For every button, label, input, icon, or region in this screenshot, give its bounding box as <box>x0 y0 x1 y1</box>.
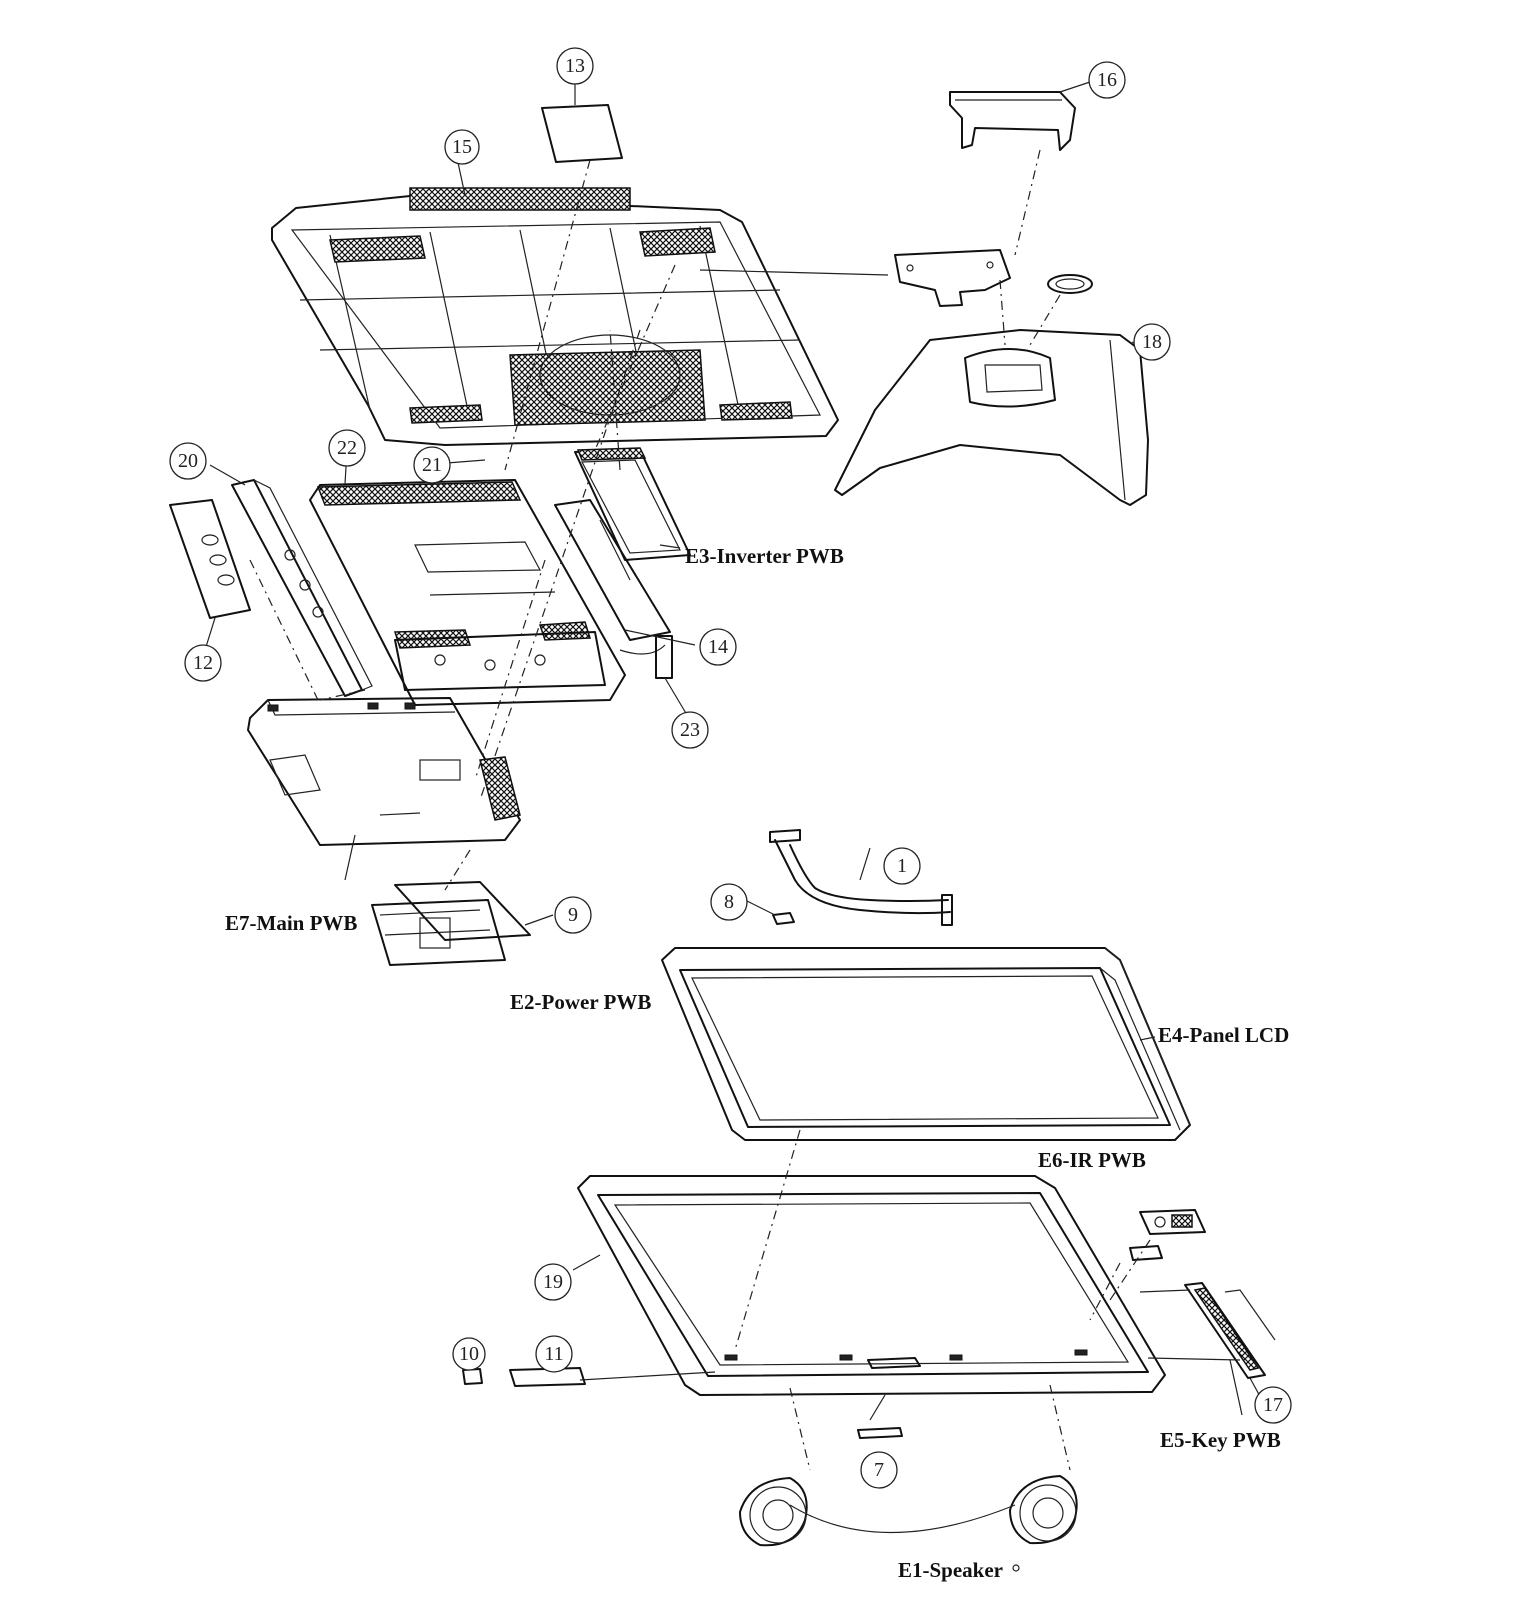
label-power-pwb: E2-Power PWB <box>510 990 651 1014</box>
callout-19: 19 <box>534 1263 572 1301</box>
speaker-left <box>739 1477 808 1547</box>
callout-16: 16 <box>1088 61 1126 99</box>
callout-14: 14 <box>699 628 737 666</box>
assembly-lines <box>249 149 1151 1471</box>
av-bracket-20 <box>231 479 373 697</box>
svg-text:14: 14 <box>708 636 728 658</box>
callout-7: 7 <box>860 1451 898 1489</box>
stand-neck <box>949 91 1076 151</box>
label-key-pwb: E5-Key PWB <box>1160 1428 1281 1452</box>
stand-base <box>834 329 1149 506</box>
stand-ring <box>1047 274 1093 294</box>
svg-text:17: 17 <box>1263 1394 1283 1416</box>
svg-text:7: 7 <box>874 1459 884 1481</box>
callout-12: 12 <box>184 644 222 682</box>
callout-18: 18 <box>1133 323 1171 361</box>
key-board <box>1184 1282 1276 1379</box>
label-10 <box>462 1368 483 1385</box>
svg-text:10: 10 <box>459 1343 479 1365</box>
main-board <box>247 697 521 846</box>
front-bezel <box>577 1175 1166 1396</box>
av-jack-board-12 <box>169 499 251 619</box>
label-speaker: E1-Speaker <box>898 1558 1003 1582</box>
callout-15: 15 <box>444 129 480 165</box>
svg-text:12: 12 <box>193 652 213 674</box>
inverter-shield-14 <box>554 499 671 641</box>
label-main-pwb: E7-Main PWB <box>225 911 357 935</box>
callout-10: 10 <box>452 1337 486 1371</box>
svg-text:16: 16 <box>1097 69 1117 91</box>
lcd-panel <box>661 947 1191 1141</box>
power-insulator-9 <box>394 881 531 941</box>
svg-text:13: 13 <box>565 55 585 77</box>
inverter-board <box>574 447 691 561</box>
label-panel-lcd: E4-Panel LCD <box>1158 1023 1289 1047</box>
callout-13: 13 <box>556 47 594 85</box>
ir-board <box>1129 1209 1206 1261</box>
svg-text:9: 9 <box>568 904 578 926</box>
leader-lines <box>204 75 1263 1421</box>
stand-bracket <box>894 249 1011 307</box>
lvds-cable <box>769 829 953 926</box>
svg-text:21: 21 <box>422 454 442 476</box>
svg-text:11: 11 <box>544 1343 563 1365</box>
svg-text:23: 23 <box>680 719 700 741</box>
bezel-lens-7 <box>857 1427 903 1439</box>
svg-text:19: 19 <box>543 1271 563 1293</box>
cable-23 <box>619 635 673 679</box>
svg-text:1: 1 <box>897 855 907 877</box>
callout-11: 11 <box>535 1335 573 1373</box>
tape-8 <box>772 912 795 925</box>
speaker-wire <box>789 1504 1016 1534</box>
callout-8: 8 <box>710 883 748 921</box>
callout-9: 9 <box>554 896 592 934</box>
svg-text:22: 22 <box>337 437 357 459</box>
callout-22: 22 <box>328 429 366 467</box>
callout-1: 1 <box>883 847 921 885</box>
speaker-right <box>1009 1475 1078 1545</box>
label-ir-pwb: E6-IR PWB <box>1038 1148 1146 1172</box>
svg-text:15: 15 <box>452 136 472 158</box>
svg-text:8: 8 <box>724 891 734 913</box>
callout-23: 23 <box>671 711 709 749</box>
callout-20: 20 <box>169 442 207 480</box>
callout-17: 17 <box>1254 1386 1292 1424</box>
label-sticker-13 <box>541 104 623 163</box>
back-cabinet <box>271 187 839 446</box>
svg-text:20: 20 <box>178 450 198 472</box>
svg-text:18: 18 <box>1142 331 1162 353</box>
callout-21: 21 <box>413 446 451 484</box>
label-inverter-pwb: E3-Inverter PWB <box>685 544 844 568</box>
